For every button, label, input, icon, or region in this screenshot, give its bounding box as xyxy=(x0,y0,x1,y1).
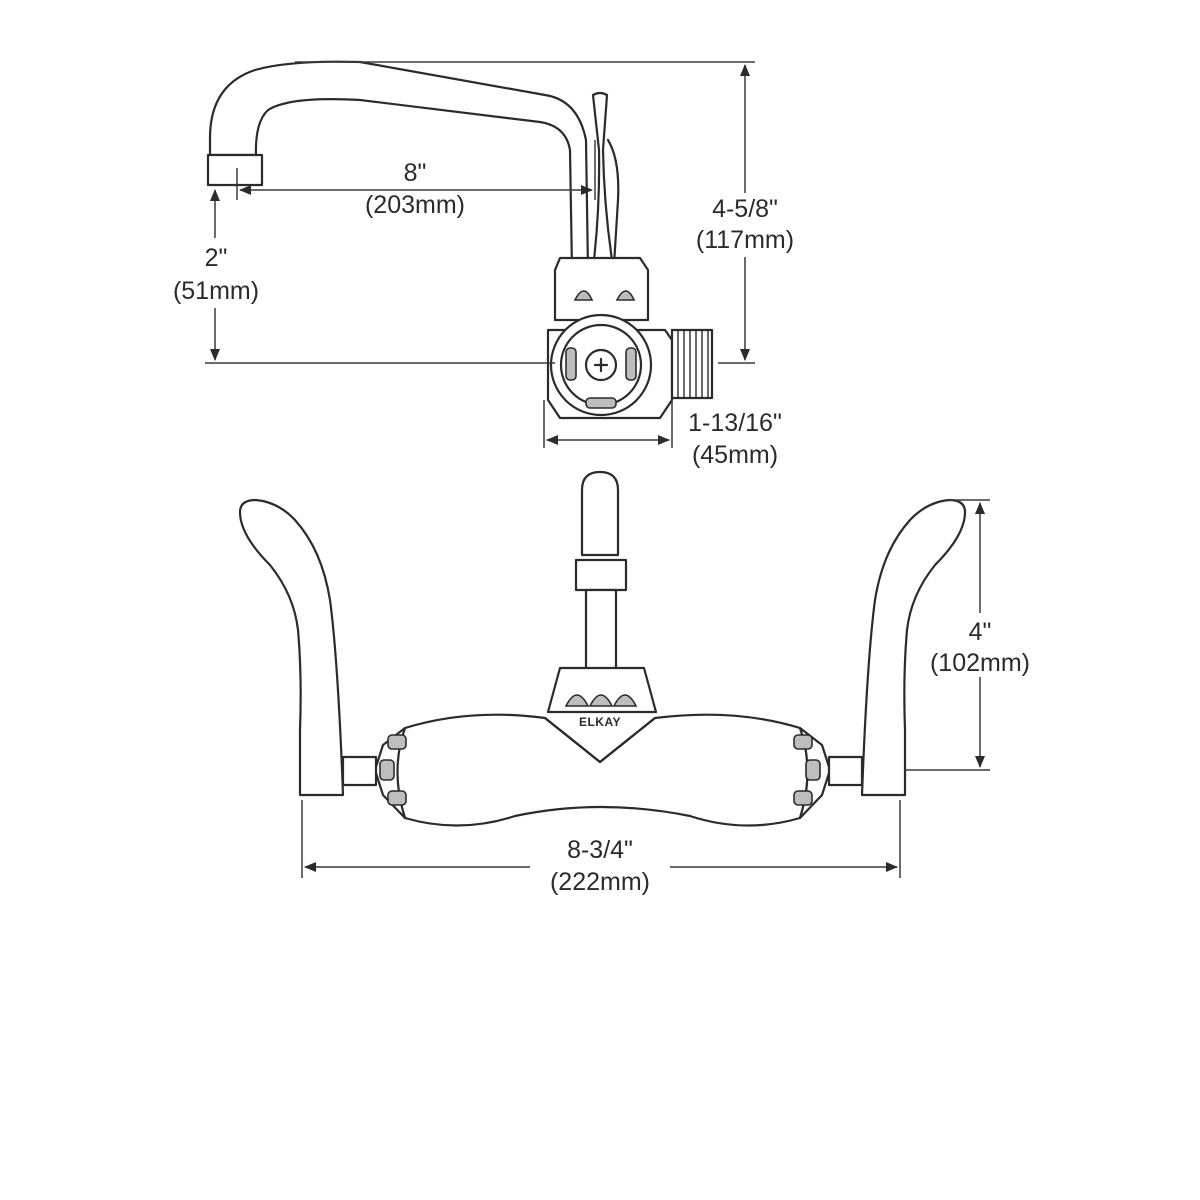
brand-label: ELKAY xyxy=(579,715,621,729)
spout-riser-front xyxy=(580,470,620,557)
dim-overall-width-imperial: 8-3/4" xyxy=(567,836,633,864)
dim-handle-height-metric: (102mm) xyxy=(930,649,1030,677)
right-wrist-blade-handle xyxy=(860,498,967,797)
faucet-body xyxy=(395,713,809,827)
spout-stem xyxy=(584,588,618,672)
dim-spout-drop-imperial: 2" xyxy=(205,244,228,272)
right-handle-stem xyxy=(827,755,864,787)
dim-spout-reach-imperial: 8" xyxy=(404,159,427,187)
spout-tube xyxy=(208,60,590,272)
dim-overall-width-metric: (222mm) xyxy=(550,868,650,896)
left-wrist-blade-handle xyxy=(238,498,345,797)
valve-bonnet-side xyxy=(553,256,650,322)
dim-spout-height-imperial: 4-5/8" xyxy=(712,195,778,223)
side-view: 8" (203mm) 2" (51mm) 4-5/8" (117mm) 1-13… xyxy=(160,60,805,469)
dim-spout-height-metric: (117mm) xyxy=(696,226,794,254)
front-view: ELKAY 4" (102mm) 8-3/4" (222mm) xyxy=(238,470,1040,899)
dim-body-depth-imperial: 1-13/16" xyxy=(688,409,782,437)
dim-body-depth-metric: (45mm) xyxy=(692,441,778,469)
spout-collar xyxy=(574,558,628,592)
dim-handle-height-imperial: 4" xyxy=(969,618,992,646)
left-handle-stem xyxy=(341,755,378,787)
dim-spout-reach-metric: (203mm) xyxy=(365,191,465,219)
dim-spout-drop-metric: (51mm) xyxy=(173,277,259,305)
spout-aerator xyxy=(206,153,264,187)
